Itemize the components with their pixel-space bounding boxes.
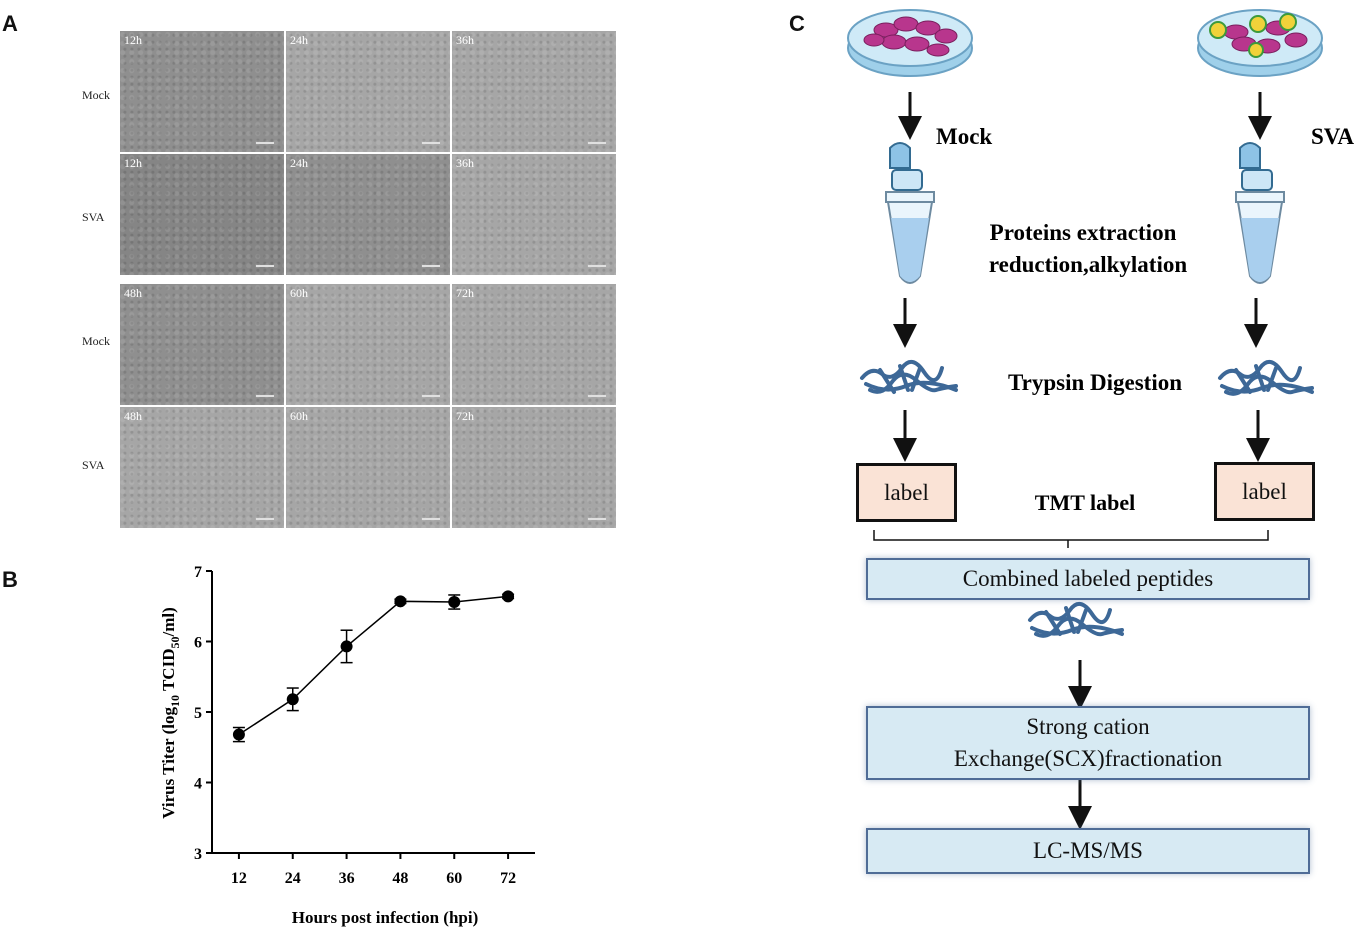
data-point — [502, 590, 515, 603]
y-tick-label: 3 — [194, 846, 202, 863]
row-label-mock-2: Mock — [82, 334, 110, 348]
peptide-icon — [1218, 360, 1314, 396]
time-label: 24h — [290, 33, 308, 47]
label-box-mock: label — [856, 463, 957, 522]
x-tick-label: 60 — [446, 870, 462, 887]
tmt-label: TMT label — [1035, 490, 1135, 515]
peptide-icon — [1028, 602, 1124, 638]
petri-dish-mock — [847, 9, 973, 77]
micrograph-cell: 24h — [286, 31, 450, 152]
x-axis-label: Hours post infection (hpi) — [292, 908, 479, 927]
scx-line-2: Exchange(SCX)fractionation — [953, 746, 1223, 771]
micrograph-grid: 12h 24h 36h 12h 24h 36h 48h 60h 72h 48h … — [120, 31, 616, 531]
micrograph-cell: 12h — [120, 31, 284, 152]
micrograph-cell: 48h — [120, 284, 284, 405]
label-box-sva: label — [1214, 462, 1315, 521]
data-point — [448, 596, 461, 609]
micrograph-cell: 36h — [452, 154, 616, 275]
peptide-icon — [860, 360, 958, 394]
time-label: 48h — [124, 409, 142, 423]
lcms-text: LC-MS/MS — [1033, 838, 1143, 863]
scale-bar — [422, 518, 440, 520]
panel-letter-b: B — [2, 567, 18, 592]
x-tick-label: 72 — [500, 870, 516, 887]
scale-bar — [588, 142, 606, 144]
extraction-line-1: Proteins extraction — [990, 220, 1177, 245]
lcms-box: LC-MS/MS — [866, 828, 1310, 874]
y-tick-label: 7 — [194, 564, 202, 581]
extraction-line-2: reduction,alkylation — [989, 252, 1188, 277]
mock-label: Mock — [936, 124, 992, 149]
time-label: 36h — [456, 156, 474, 170]
scale-bar — [256, 518, 274, 520]
micrograph-cell: 72h — [452, 407, 616, 528]
scx-box: Strong cation Exchange(SCX)fractionation — [866, 706, 1310, 780]
combined-peptides-text: Combined labeled peptides — [962, 566, 1214, 591]
scale-bar — [256, 265, 274, 267]
scale-bar — [588, 518, 606, 520]
micrograph-cell: 72h — [452, 284, 616, 405]
workflow-diagram: Mock SVA Proteins extraction reduction,a… — [847, 9, 1354, 830]
panel-letter-c: C — [789, 11, 805, 36]
x-tick-label: 36 — [339, 870, 355, 887]
x-tick-label: 12 — [231, 870, 247, 887]
micrograph-cell: 24h — [286, 154, 450, 275]
time-label: 72h — [456, 409, 474, 423]
tube-icon — [885, 142, 935, 284]
petri-dish-sva — [1197, 9, 1323, 77]
data-point — [286, 693, 299, 706]
x-tick-label: 48 — [392, 870, 408, 887]
row-label-sva-1: SVA — [82, 210, 105, 224]
data-point — [394, 595, 407, 608]
time-label: 36h — [456, 33, 474, 47]
time-label: 60h — [290, 286, 308, 300]
panel-letter-a: A — [2, 11, 18, 36]
data-point — [340, 640, 353, 653]
y-tick-label: 5 — [194, 705, 202, 722]
y-tick-label: 4 — [194, 776, 202, 793]
scale-bar — [588, 265, 606, 267]
time-label: 60h — [290, 409, 308, 423]
micrograph-cell: 60h — [286, 407, 450, 528]
micrograph-cell: 48h — [120, 407, 284, 528]
time-label: 24h — [290, 156, 308, 170]
row-label-sva-2: SVA — [82, 458, 105, 472]
time-label: 12h — [124, 156, 142, 170]
scale-bar — [422, 395, 440, 397]
sva-label: SVA — [1311, 124, 1354, 149]
tube-icon — [1235, 142, 1285, 284]
time-label: 12h — [124, 33, 142, 47]
micrograph-cell: 60h — [286, 284, 450, 405]
tmt-brace — [873, 530, 1269, 548]
micrograph-cell: 12h — [120, 154, 284, 275]
time-label: 48h — [124, 286, 142, 300]
scale-bar — [422, 265, 440, 267]
scx-line-1: Strong cation — [1026, 714, 1150, 739]
y-axis-label: Virus Titer (log10 TCID50/ml) — [159, 607, 182, 819]
scale-bar — [422, 142, 440, 144]
micrograph-cell: 36h — [452, 31, 616, 152]
virus-titer-chart: 3 4 5 6 7 12 24 36 48 60 72 Virus Titer (log10 TCI… — [159, 564, 535, 927]
series-line — [238, 595, 509, 736]
data-point — [232, 728, 245, 741]
x-tick-label: 24 — [285, 870, 301, 887]
scale-bar — [588, 395, 606, 397]
scale-bar — [256, 142, 274, 144]
y-tick-label: 6 — [194, 635, 202, 652]
row-label-mock-1: Mock — [82, 88, 110, 102]
combined-peptides-box: Combined labeled peptides — [866, 558, 1310, 600]
digestion-label: Trypsin Digestion — [1008, 370, 1182, 395]
virus-particle-icon — [1209, 13, 1297, 58]
scale-bar — [256, 395, 274, 397]
time-label: 72h — [456, 286, 474, 300]
